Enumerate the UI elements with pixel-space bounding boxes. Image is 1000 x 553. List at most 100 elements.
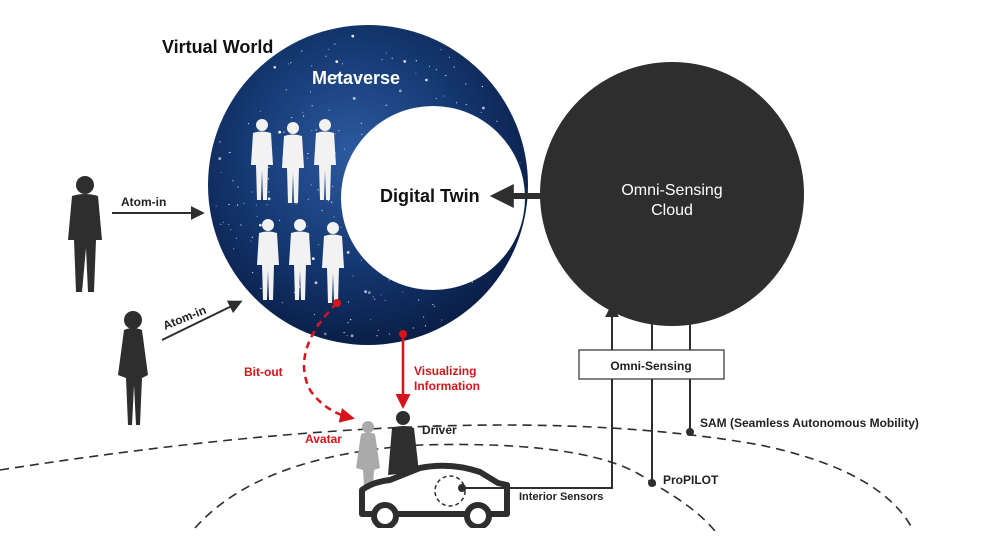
star	[338, 130, 340, 132]
star	[240, 224, 242, 226]
star	[218, 157, 222, 160]
star	[480, 111, 482, 113]
star	[233, 248, 235, 250]
person-silhouette-icon	[257, 231, 279, 300]
omni-sensing-box-label: Omni-Sensing	[610, 359, 691, 373]
star	[228, 151, 230, 154]
star	[301, 50, 303, 52]
star	[251, 272, 254, 274]
star	[441, 319, 443, 321]
star	[364, 290, 368, 294]
star	[236, 204, 239, 206]
star	[237, 186, 239, 188]
star	[374, 298, 376, 300]
person-silhouette-icon	[289, 231, 311, 300]
bit-out-arrow	[302, 302, 355, 423]
star	[267, 178, 270, 180]
star	[228, 223, 230, 225]
star	[278, 130, 282, 134]
star	[317, 189, 319, 191]
star	[361, 133, 363, 135]
star	[303, 115, 305, 117]
star	[346, 334, 348, 337]
propilot-dot	[648, 479, 656, 487]
star	[360, 259, 362, 261]
star	[352, 275, 354, 277]
star	[385, 104, 387, 106]
star	[268, 166, 270, 168]
star	[343, 331, 345, 334]
star	[222, 221, 225, 224]
star	[350, 334, 354, 338]
star	[440, 49, 442, 51]
star	[415, 60, 417, 62]
star	[268, 191, 270, 193]
sam-dot	[686, 428, 694, 436]
avatar-label: Avatar	[305, 432, 342, 446]
star	[418, 299, 420, 301]
star	[267, 197, 271, 201]
star	[471, 281, 473, 283]
person-silhouette-icon	[327, 222, 339, 234]
virtual-world-label: Virtual World	[162, 37, 273, 57]
star	[360, 122, 362, 124]
star	[219, 141, 221, 143]
star	[402, 291, 404, 293]
person-silhouette-icon	[322, 234, 344, 303]
star	[350, 319, 352, 321]
star	[311, 257, 315, 261]
sam-arc	[0, 424, 913, 529]
star	[328, 109, 330, 111]
star	[220, 223, 222, 225]
star	[283, 131, 285, 133]
star	[306, 157, 308, 159]
person-walking-icon	[68, 176, 102, 292]
person-silhouette-icon	[251, 131, 273, 200]
star	[352, 97, 356, 100]
star	[403, 59, 407, 63]
visualizing-label-line2: Information	[414, 379, 480, 393]
star	[311, 130, 313, 132]
star	[432, 303, 434, 306]
star	[285, 89, 287, 91]
star	[443, 95, 445, 97]
person-silhouette-icon	[319, 119, 331, 131]
star	[388, 333, 390, 335]
star	[346, 250, 350, 254]
star	[381, 58, 383, 61]
star	[332, 185, 334, 187]
star	[334, 43, 336, 45]
star	[496, 120, 498, 122]
star	[220, 171, 222, 174]
star	[391, 57, 393, 59]
sam-label: SAM (Seamless Autonomous Mobility)	[700, 416, 919, 430]
star	[314, 281, 318, 285]
star	[307, 198, 309, 200]
avatar-figure-icon	[356, 421, 380, 485]
star	[453, 66, 455, 68]
propilot-label: ProPILOT	[663, 473, 719, 487]
star	[251, 191, 253, 193]
people-silhouettes-icon	[251, 119, 344, 303]
star	[340, 226, 342, 228]
star	[481, 85, 483, 88]
star	[388, 279, 390, 281]
star	[215, 205, 217, 207]
star	[255, 204, 257, 206]
visualizing-origin-dot	[399, 330, 407, 338]
star	[230, 228, 232, 231]
star	[398, 89, 402, 93]
star	[334, 74, 338, 78]
star	[370, 319, 372, 321]
driver-label: Driver	[422, 423, 457, 437]
digital-twin-label: Digital Twin	[380, 186, 480, 206]
atom-in-label-1: Atom-in	[121, 195, 166, 209]
driver-figure-icon	[388, 411, 419, 475]
star	[412, 327, 414, 329]
star	[229, 151, 232, 153]
star	[435, 98, 437, 100]
propilot-arc	[194, 443, 719, 536]
star	[232, 180, 234, 182]
star	[256, 215, 258, 217]
star	[306, 225, 309, 227]
